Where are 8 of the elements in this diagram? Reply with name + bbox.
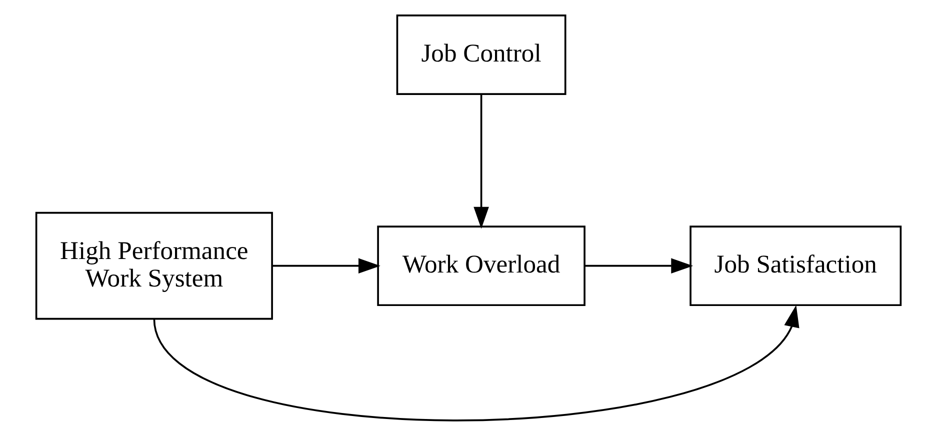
node-box: Job Control <box>396 14 566 95</box>
arrow <box>272 258 380 274</box>
node-box: Job Satisfaction <box>689 226 902 306</box>
arrow <box>584 258 693 274</box>
arrow <box>152 305 799 422</box>
node-box: High Performance Work System <box>34 212 272 320</box>
node-box: Work Overload <box>376 226 585 306</box>
arrow <box>473 94 488 229</box>
